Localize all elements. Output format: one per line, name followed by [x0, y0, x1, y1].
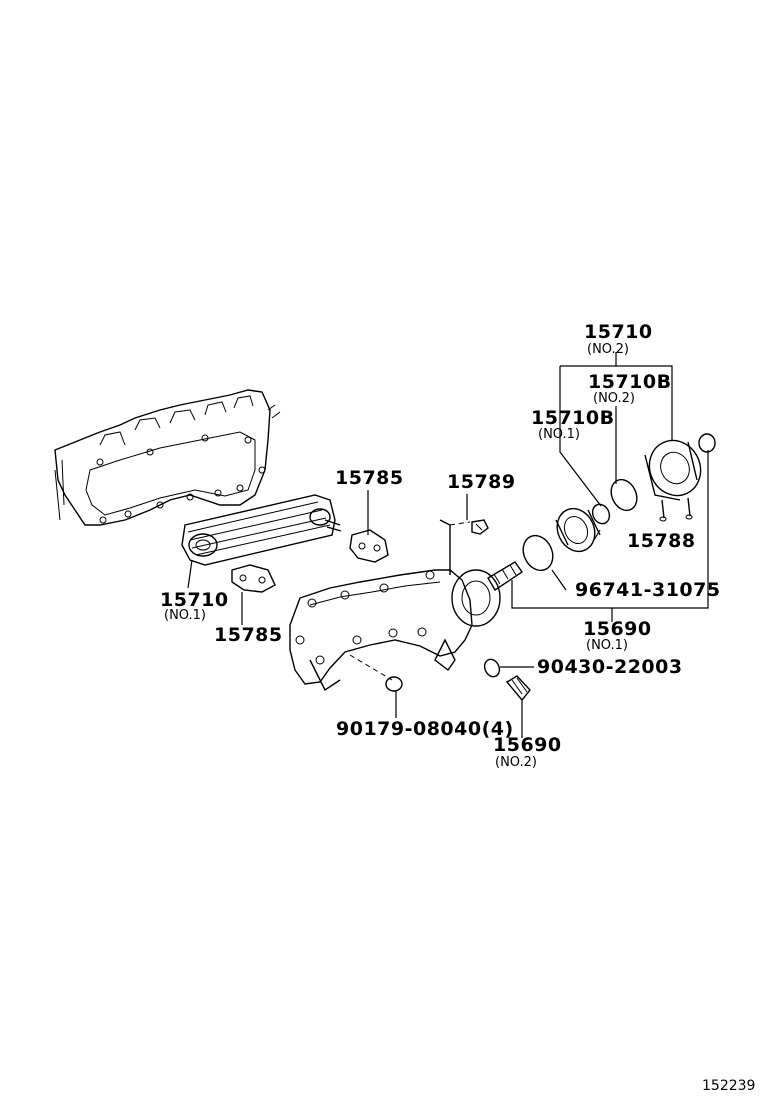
leader-lines	[187, 352, 709, 738]
alignment-dashes	[349, 521, 471, 681]
engine-block-outline	[54, 389, 281, 526]
callout-oil-cooler-element-no2-label[interactable]: 15710B	[588, 371, 672, 393]
callout-oil-cooler-element-no1-label[interactable]: 15710B	[531, 407, 615, 429]
illustration-code: 152239	[702, 1078, 756, 1094]
o-ring-15710b-no2-part	[610, 478, 638, 512]
small-ring-part	[698, 433, 716, 453]
callout-gasket-upper-label[interactable]: 15785	[335, 467, 404, 489]
nut-90179-part	[385, 676, 403, 692]
plug-15789-part	[471, 519, 489, 535]
o-ring-15710b-no1-part	[591, 503, 611, 525]
oil-cooler-no1-part	[181, 494, 342, 566]
callout-nut-90179-label[interactable]: 90179-08040(4)	[336, 718, 514, 740]
callout-oil-cooler-element-no2-sub: (NO.2)	[593, 391, 635, 406]
union-15690-no1-part	[487, 561, 523, 591]
oil-cooler-no2-part	[644, 439, 702, 522]
callout-gasket-90430-label[interactable]: 90430-22003	[537, 656, 683, 678]
callout-oil-cooler-no1-sub: (NO.1)	[164, 608, 206, 623]
oil-pump-housing	[289, 519, 501, 692]
callout-oil-cooler-assy-label[interactable]: 15710	[584, 321, 653, 343]
union-15690-no2-part	[483, 658, 531, 702]
callout-oil-cooler-no1-label[interactable]: 15710	[160, 589, 229, 611]
callout-union-no1-label[interactable]: 15690	[583, 618, 652, 640]
part-15788-shape	[555, 507, 601, 553]
callout-union-no2-sub: (NO.2)	[495, 755, 537, 770]
callout-oil-cooler-element-no1-sub: (NO.1)	[538, 427, 580, 442]
callout-o-ring-96741-label[interactable]: 96741-31075	[575, 579, 721, 601]
callout-plug-15789-label[interactable]: 15789	[447, 471, 516, 493]
callout-part-15788-label[interactable]: 15788	[627, 530, 696, 552]
callout-union-no1-sub: (NO.1)	[586, 638, 628, 653]
gasket-15785-parts	[231, 529, 389, 593]
o-ring-96741-part	[522, 534, 554, 572]
callout-gasket-lower-label[interactable]: 15785	[214, 624, 283, 646]
callout-union-no2-label[interactable]: 15690	[493, 734, 562, 756]
callout-oil-cooler-assy-sub: (NO.2)	[587, 342, 629, 357]
